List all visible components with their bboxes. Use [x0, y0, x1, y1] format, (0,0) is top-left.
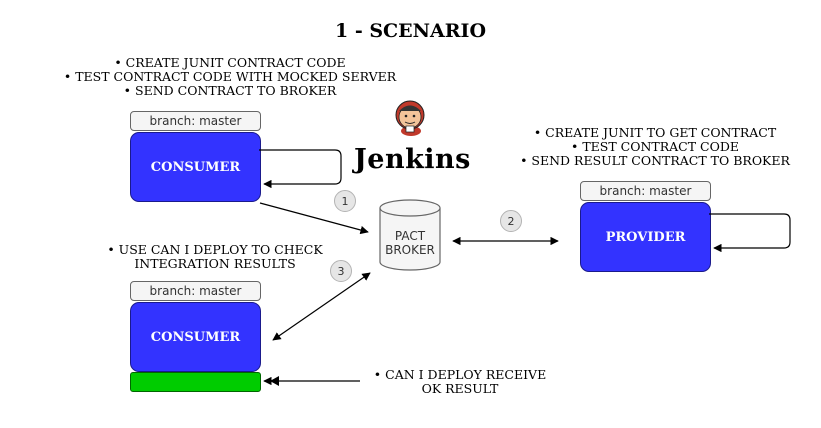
- note-line: • SEND CONTRACT TO BROKER: [123, 83, 337, 98]
- step-badge-2: 2: [500, 210, 522, 232]
- note-line: • SEND RESULT CONTRACT TO BROKER: [520, 153, 790, 168]
- provider-notes: • CREATE JUNIT TO GET CONTRACT • TEST CO…: [500, 126, 810, 168]
- step-badge-1: 1: [334, 190, 356, 212]
- note-line: • TEST CONTRACT CODE: [570, 139, 740, 154]
- consumer-bottom-node[interactable]: CONSUMER: [130, 302, 261, 372]
- jenkins-logo-text: Jenkins: [354, 144, 471, 175]
- note-line: OK RESULT: [421, 381, 499, 396]
- consumer-top-node[interactable]: CONSUMER: [130, 132, 261, 202]
- ok-result-bar: [130, 372, 261, 392]
- provider-label: PROVIDER: [605, 229, 686, 245]
- note-line: • CAN I DEPLOY RECEIVE: [373, 367, 547, 382]
- arrow-consumer-to-broker: [259, 202, 369, 235]
- result-notes: • CAN I DEPLOY RECEIVE OK RESULT: [360, 368, 560, 396]
- step-badge-3: 3: [330, 260, 352, 282]
- consumer-self-loop: [259, 149, 342, 189]
- consumer-top-notes: • CREATE JUNIT CONTRACT CODE • TEST CONT…: [40, 56, 420, 98]
- jenkins-logo-icon: [395, 100, 425, 136]
- provider-branch-tag: branch: master: [580, 181, 711, 201]
- pact-broker-node[interactable]: PACT BROKER: [380, 229, 440, 257]
- arrow-result-second-head: [270, 376, 279, 386]
- note-line: • TEST CONTRACT CODE WITH MOCKED SERVER: [63, 69, 397, 84]
- note-line: • USE CAN I DEPLOY TO CHECK: [107, 242, 323, 257]
- provider-self-loop: [709, 213, 791, 253]
- consumer-bottom-notes: • USE CAN I DEPLOY TO CHECK INTEGRATION …: [90, 243, 340, 271]
- provider-node[interactable]: PROVIDER: [580, 202, 711, 272]
- note-line: • CREATE JUNIT CONTRACT CODE: [114, 55, 346, 70]
- note-line: • CREATE JUNIT TO GET CONTRACT: [533, 125, 777, 140]
- note-line: INTEGRATION RESULTS: [134, 256, 296, 271]
- consumer-top-branch-tag: branch: master: [130, 111, 261, 131]
- diagram-title: 1 - SCENARIO: [335, 20, 486, 42]
- broker-label-line2: BROKER: [385, 243, 435, 257]
- consumer-bottom-branch-tag: branch: master: [130, 281, 261, 301]
- consumer-bottom-label: CONSUMER: [150, 329, 241, 345]
- broker-label-line1: PACT: [394, 229, 426, 243]
- arrow-broker-consumer-bottom: [272, 272, 371, 341]
- consumer-top-label: CONSUMER: [150, 159, 241, 175]
- pact-broker-cylinder: [379, 199, 441, 271]
